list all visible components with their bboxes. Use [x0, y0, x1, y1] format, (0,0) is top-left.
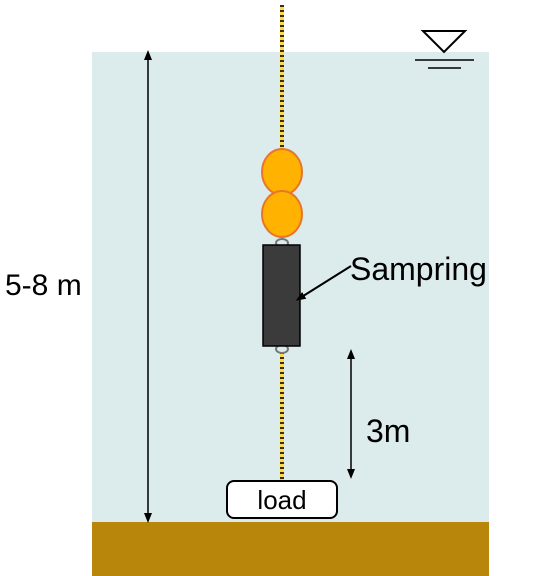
spacing-label: 3m [366, 413, 410, 449]
float-upper [261, 148, 303, 196]
weight-label: load [257, 485, 306, 515]
depth-label: 5-8 m [5, 269, 82, 302]
water-level-triangle-icon [415, 30, 474, 69]
weight-box [226, 480, 338, 519]
sampler-callout-arrow [295, 265, 352, 301]
sampler-label: Sampring [350, 251, 487, 287]
seabed [92, 522, 489, 576]
sampler-body [262, 244, 301, 347]
float-lower [261, 190, 303, 238]
